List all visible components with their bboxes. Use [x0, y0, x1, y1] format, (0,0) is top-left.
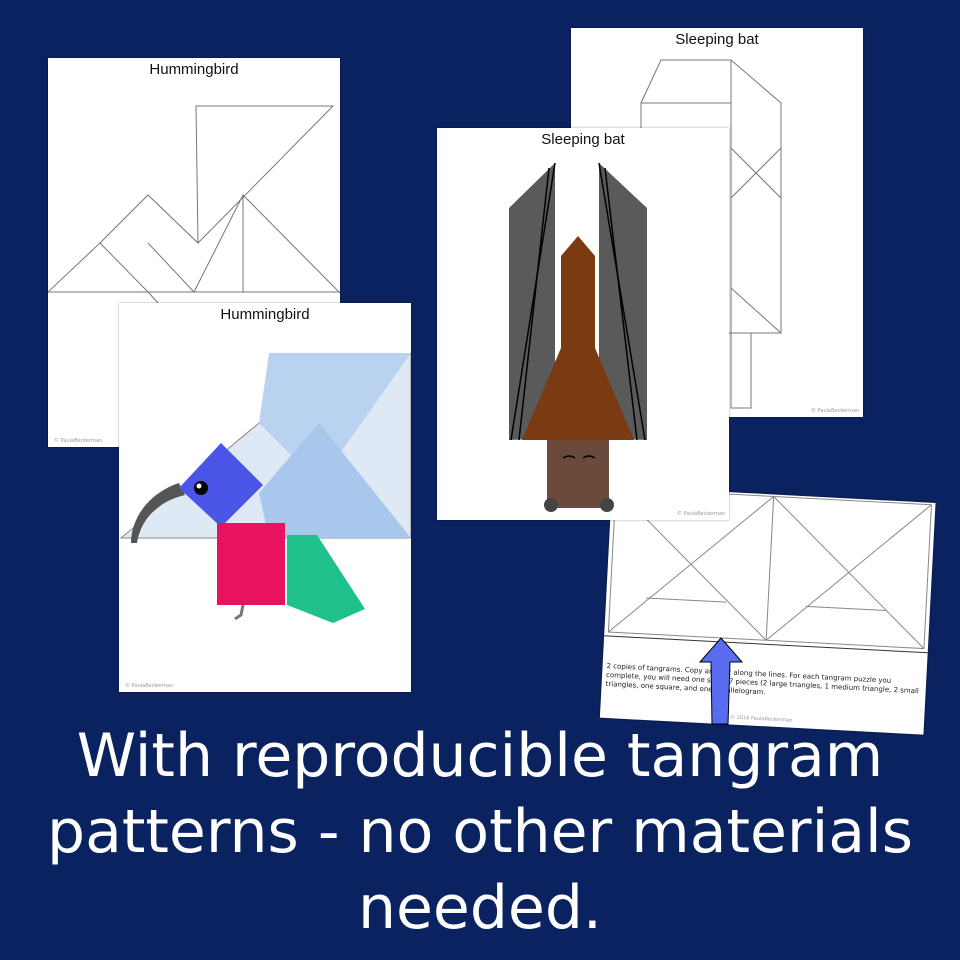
copyright: © PaulaBeckerman	[125, 683, 174, 689]
copyright: © PaulaBeckerman	[677, 511, 726, 517]
page-title: Sleeping bat	[675, 31, 759, 48]
arrow-up-icon	[698, 637, 744, 725]
hummingbird-illustration	[119, 352, 411, 623]
copyright: © PaulaBeckerman	[811, 408, 860, 414]
tangram-template-sheet: 2 copies of tangrams. Copy and cut along…	[599, 486, 936, 735]
bat-color-page: Sleeping bat © PaulaBeckerman	[437, 128, 729, 520]
bat-illustration	[509, 162, 647, 512]
tangram-template-drawing	[604, 487, 932, 654]
hummingbird-color-page: Hummingbird © PaulaBeckerman	[119, 303, 411, 692]
copyright: © PaulaBeckerman	[54, 438, 103, 444]
caption-text: With reproducible tangram patterns - no …	[47, 721, 913, 943]
page-title: Sleeping bat	[541, 131, 625, 148]
page-title: Hummingbird	[220, 306, 310, 323]
hummingbird-outline-drawing	[48, 105, 340, 304]
page-title: Hummingbird	[149, 61, 239, 78]
